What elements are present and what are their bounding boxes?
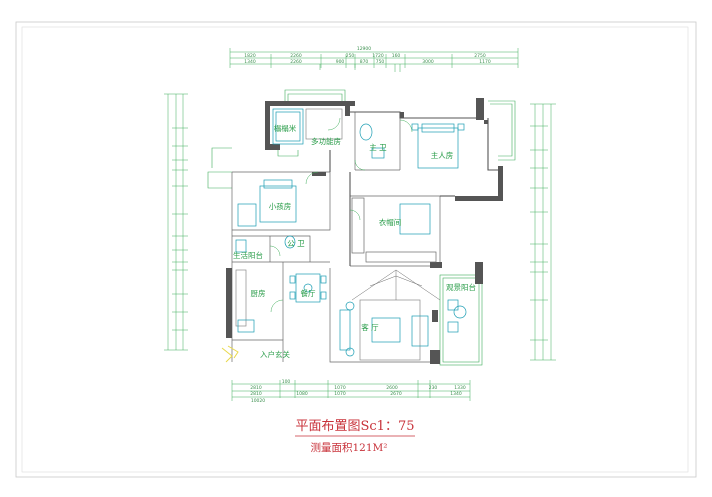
dim-label: 870 [360,59,369,65]
living-ray-lines [351,269,441,301]
left-dimensions [164,93,188,351]
dim-label: 2260 [290,59,302,65]
dim-label: 230 [429,385,438,391]
dim-label: 1820 [244,53,256,59]
dim-label: 3000 [422,59,434,65]
dim-label: 2750 [474,53,486,59]
room-label-master-bedroom: 主人房 [431,150,454,160]
outer-frame [15,21,697,478]
top-dimensions [229,48,519,68]
drawing-title: 平面布置图Sc1：75 [296,419,415,434]
dim-label: 250 [346,53,355,59]
room-label-entrance: 入户玄关 [260,349,290,359]
room-label-dining: 餐厅 [301,289,316,298]
top-row2-dims: 1340 2260 900 870 750 3000 1170 [244,59,491,65]
measured-area: 测量面积121M² [310,441,387,454]
interior-walls [231,112,441,363]
balcony-outlines [207,89,516,366]
bottom-total-dim: 10020 [251,398,265,404]
top-dim-ext [319,64,401,72]
room-label-multi-function: 多功能房 [311,136,341,146]
dim-label: 2810 [250,385,262,391]
top-total-dim: 12900 [357,46,371,52]
bottom-row1-dims: 2810 100 1070 2600 230 1330 [250,379,466,391]
room-label-closet: 衣帽间 [379,217,402,227]
room-label-service-balcony: 生活阳台 [233,250,263,260]
dim-label: 2670 [390,391,402,397]
dim-label: 750 [376,59,385,65]
room-label-kids-room: 小孩房 [269,201,292,211]
dim-label: 1720 [372,53,384,59]
dim-label: 1070 [334,391,346,397]
room-labels: 榻榻米 多功能房 主 卫 主人房 小孩房 衣帽间 公 卫 生活阳台 厨房 餐厅 … [233,123,476,359]
room-label-view-balcony: 观景阳台 [446,282,476,292]
dim-label: 900 [336,59,345,65]
top-row1-dims: 1820 2260 250 1720 160 2750 [244,53,486,59]
bottom-row2-dims: 2810 1080 1070 2670 1340 [250,391,462,397]
room-label-living: 客 厅 [361,322,379,332]
dim-label: 2600 [386,385,398,391]
dim-label: 1330 [454,385,466,391]
room-label-master-bath: 主 卫 [369,142,387,152]
furniture [235,108,467,361]
door-swings [269,117,413,313]
dim-label: 100 [282,379,291,385]
room-label-tatami: 榻榻米 [274,123,297,133]
dim-label: 1340 [244,59,256,65]
room-label-guest-bath: 公 卫 [287,239,305,248]
dim-label: 1080 [296,391,308,397]
room-label-kitchen: 厨房 [251,288,266,298]
dim-label: 1070 [334,385,346,391]
dim-label: 2810 [250,391,262,397]
bottom-dimensions [231,380,471,401]
inner-frame [21,26,689,473]
dim-label: 1340 [450,391,462,397]
dim-label: 160 [392,53,401,59]
dim-label: 2260 [290,53,302,59]
right-dimensions [530,103,556,361]
dim-label: 1170 [479,59,491,65]
entrance-marks [221,345,239,363]
outer-walls [268,102,500,266]
